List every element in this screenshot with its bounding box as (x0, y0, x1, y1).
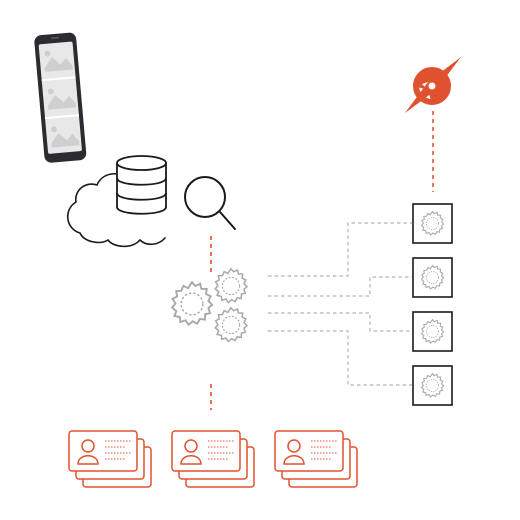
cloud-icon (67, 172, 166, 248)
profile-card (274, 430, 344, 472)
gear-module-icon (412, 257, 453, 298)
profile-card-stack-icon (274, 430, 358, 488)
gear-module-icon (412, 311, 453, 352)
profile-card-stack-icon (171, 430, 255, 488)
gear-top (214, 268, 248, 304)
gear-modules (412, 203, 453, 406)
profile-card (171, 430, 241, 472)
profile-card (68, 430, 138, 472)
compass-icon (405, 57, 461, 113)
gear-module-icon (412, 203, 453, 244)
profile-card-stack-icon (68, 430, 152, 488)
gear-left (171, 281, 214, 326)
database-icon (116, 155, 167, 215)
accent-connectors (210, 111, 434, 410)
gear-module-icon (412, 365, 453, 406)
profile-card-stacks (68, 430, 358, 488)
smartphone-icon (34, 32, 87, 163)
magnifier-icon (184, 176, 236, 230)
gears-icon (171, 268, 248, 343)
gear-bottom (214, 307, 248, 343)
module-connectors (268, 222, 412, 386)
